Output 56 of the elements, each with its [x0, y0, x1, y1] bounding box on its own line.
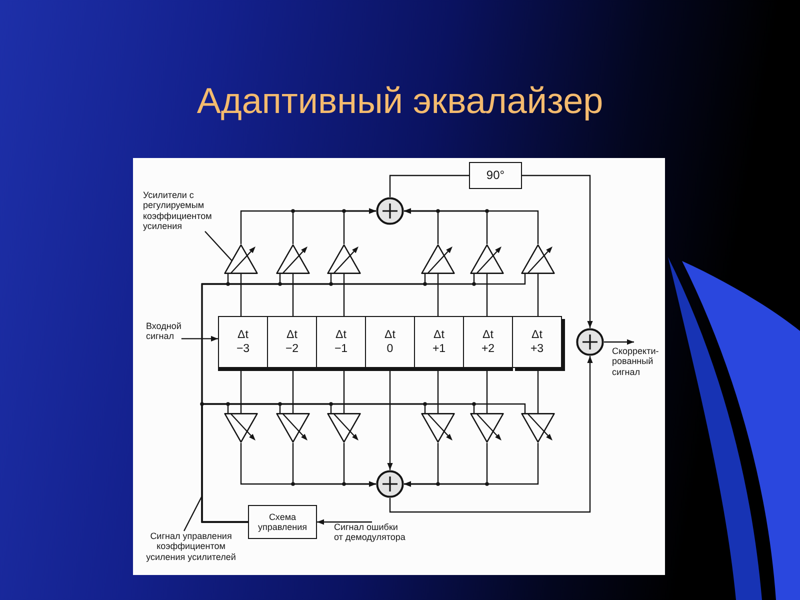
connector-line: [537, 274, 539, 316]
connector-line: [292, 274, 294, 316]
connector-line: [240, 368, 242, 413]
signal-label: Входной сигнал: [146, 321, 182, 342]
connector-line: [437, 368, 439, 413]
amplifier-symbol: [224, 413, 258, 443]
connector-line: [292, 368, 294, 413]
amplifier-symbol: [327, 244, 361, 274]
arrow: [343, 443, 376, 487]
control-block: Схема управления: [248, 505, 317, 539]
amplifier-symbol: [327, 413, 361, 443]
slide-title: Адаптивный эквалайзер: [196, 80, 604, 122]
arrow: [317, 519, 372, 525]
delay-cell: Δt 0: [365, 316, 415, 368]
connector-line: [537, 368, 539, 413]
summing-junction: [376, 197, 404, 225]
callout-text: Усилители с регулируемым коэффициентом усиления: [143, 190, 212, 232]
connector-line: [437, 274, 439, 316]
arrow: [387, 368, 393, 470]
leader-line: [204, 231, 232, 261]
arrow: [404, 208, 539, 244]
connector-line: [240, 274, 242, 316]
amplifier-symbol: [421, 244, 455, 274]
arrow: [522, 174, 593, 328]
leader-line: [183, 496, 203, 532]
delay-cell: Δt −3: [218, 316, 268, 368]
signal-label: Скорректи- рованный сигнал: [612, 346, 659, 378]
arrow: [604, 339, 634, 345]
arrow: [343, 208, 376, 244]
connector-line: [201, 403, 526, 523]
delay-cell: Δt −2: [267, 316, 317, 368]
amplifier-symbol: [421, 413, 455, 443]
delay-cell: Δt +1: [414, 316, 464, 368]
connector-line: [486, 368, 488, 413]
amplifier-symbol: [521, 413, 555, 443]
connector-line: [389, 174, 469, 197]
delay-cell: Δt +2: [463, 316, 513, 368]
connector-line: [486, 274, 488, 316]
amplifier-symbol: [224, 244, 258, 274]
phase-shifter-block: 90°: [469, 162, 522, 189]
callout-text: Сигнал управления коэффициентом усиления усилителей: [144, 531, 238, 562]
amplifier-symbol: [470, 244, 504, 274]
arrow: [181, 336, 218, 342]
amplifier-symbol: [276, 413, 310, 443]
arrow: [404, 443, 539, 487]
summing-junction: [576, 328, 604, 356]
signal-label: Сигнал ошибки от демодулятора: [334, 522, 408, 543]
summing-junction: [376, 470, 404, 498]
delay-cell: Δt −1: [316, 316, 366, 368]
delay-cell: Δt +3: [512, 316, 562, 368]
arrow: [389, 356, 593, 513]
connector-line: [343, 368, 345, 413]
amplifier-symbol: [521, 244, 555, 274]
connector-line: [343, 274, 345, 316]
amplifier-symbol: [276, 244, 310, 274]
amplifier-symbol: [470, 413, 504, 443]
